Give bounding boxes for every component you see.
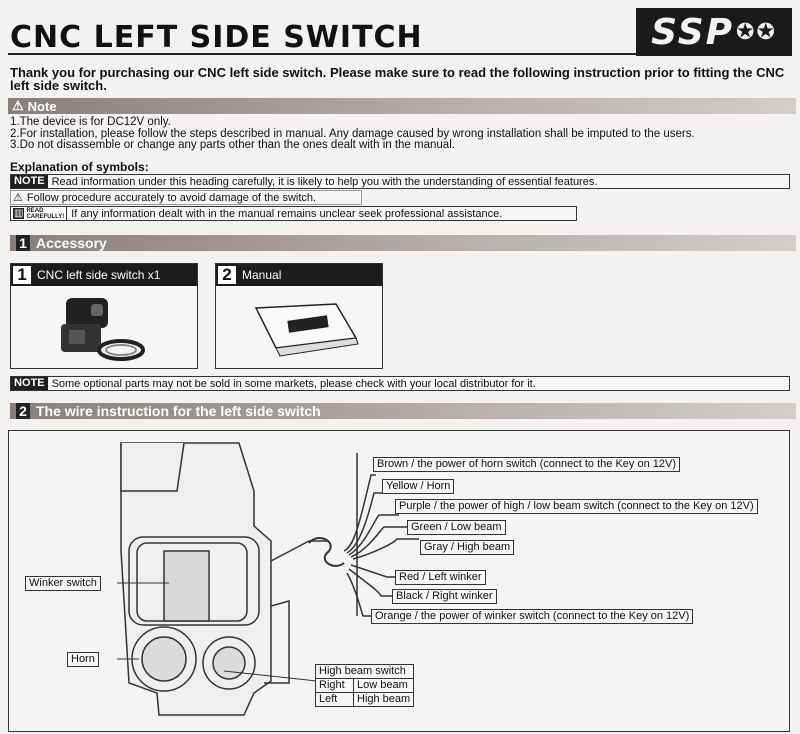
label-pointers xyxy=(117,582,318,682)
wire-diagram xyxy=(117,442,419,716)
accessory-heading-bar: 1 Accessory xyxy=(10,235,796,251)
note-symbol-text: Read information under this heading care… xyxy=(51,175,598,188)
beam-value: High beam xyxy=(357,693,411,705)
symbol-row-read: ▥ READ CAREFULLY! If any information dea… xyxy=(10,206,577,221)
beam-table-row: Right Low beam xyxy=(316,679,414,693)
note-tag: NOTE xyxy=(11,175,48,188)
beam-table-title: High beam switch xyxy=(316,665,414,679)
brand-logo-text: SSP xyxy=(651,11,735,53)
read-tag-line1: READ xyxy=(26,207,44,214)
wire-label-purple: Purple / the power of high / low beam sw… xyxy=(395,499,758,514)
note-item: 1.The device is for DC12V only. xyxy=(10,116,171,128)
beam-table-row: Left High beam xyxy=(316,693,413,706)
wire-label-yellow: Yellow / Horn xyxy=(382,479,455,494)
wire-bundle xyxy=(343,453,419,617)
title-divider xyxy=(8,53,638,55)
wire-heading-bar: 2 The wire instruction for the left side… xyxy=(10,403,796,419)
read-symbol-text: If any information dealt with in the man… xyxy=(71,207,503,220)
accessory-card-header: 1 CNC left side switch x1 xyxy=(11,264,197,286)
manual-photo xyxy=(254,303,359,357)
accessory-note-text: Some optional parts may not be sold in s… xyxy=(51,377,536,390)
symbols-heading: Explanation of symbols: xyxy=(10,160,149,174)
book-icon: ▥ xyxy=(13,208,25,219)
wire-label-red: Red / Left winker xyxy=(395,570,486,585)
note-item: 3.Do not disassemble or change any parts… xyxy=(10,139,455,151)
accessory-label: CNC left side switch x1 xyxy=(37,268,161,282)
beam-pos: Right xyxy=(316,679,354,692)
winker-switch-label: Winker switch xyxy=(25,576,101,591)
warning-icon: ⚠ xyxy=(12,98,24,113)
beam-switch-table: High beam switch Right Low beam Left Hig… xyxy=(315,664,415,707)
symbol-row-warning: ⚠ Follow procedure accurately to avoid d… xyxy=(10,190,362,205)
beam-pos: Left xyxy=(316,693,354,706)
wire-label-black: Black / Right winker xyxy=(392,589,497,604)
wire-label-brown: Brown / the power of horn switch (connec… xyxy=(373,457,680,472)
page-title: CNC LEFT SIDE SWITCH xyxy=(10,20,423,55)
accessory-card-header: 2 Manual xyxy=(216,264,382,286)
wire-label-gray: Gray / High beam xyxy=(420,540,515,555)
section-number: 2 xyxy=(16,403,30,419)
accessory-card-manual: 2 Manual xyxy=(215,263,383,369)
accessory-card-switch: 1 CNC left side switch x1 xyxy=(10,263,198,369)
switch-housing xyxy=(120,442,327,716)
accessory-note-row: NOTE Some optional parts may not be sold… xyxy=(10,376,790,391)
beam-value: Low beam xyxy=(357,679,408,691)
note-heading: Note xyxy=(27,98,57,114)
horn-label: Horn xyxy=(67,652,99,667)
section-number: 1 xyxy=(16,235,30,251)
intro-text: Thank you for purchasing our CNC left si… xyxy=(10,65,785,93)
note-list: 1.The device is for DC12V only. 2.For in… xyxy=(10,116,695,152)
accessory-number: 2 xyxy=(218,266,236,284)
wire-heading: The wire instruction for the left side s… xyxy=(36,403,321,419)
brand-logo: SSP✪✪ xyxy=(636,8,792,56)
read-carefully-tag: ▥ READ CAREFULLY! xyxy=(11,207,68,220)
accessory-heading: Accessory xyxy=(36,235,107,251)
accessory-number: 1 xyxy=(13,266,31,284)
wire-diagram-panel: Winker switch Horn Brown / the power of … xyxy=(8,430,790,732)
wire-label-orange: Orange / the power of winker switch (con… xyxy=(371,609,694,624)
logo-stars-icon: ✪✪ xyxy=(736,19,777,45)
symbol-row-note: NOTE Read information under this heading… xyxy=(10,174,790,189)
accessory-label: Manual xyxy=(242,268,282,282)
note-item: 2.For installation, please follow the st… xyxy=(10,127,695,140)
switch-photo xyxy=(61,298,145,361)
read-tag-line2: CAREFULLY! xyxy=(26,213,65,220)
note-heading-bar: ⚠ Note xyxy=(8,98,796,114)
warning-symbol-text: Follow procedure accurately to avoid dam… xyxy=(26,191,317,204)
wire-label-green: Green / Low beam xyxy=(407,520,506,535)
note-tag: NOTE xyxy=(11,377,48,390)
warning-triangle-icon: ⚠ xyxy=(13,192,23,204)
